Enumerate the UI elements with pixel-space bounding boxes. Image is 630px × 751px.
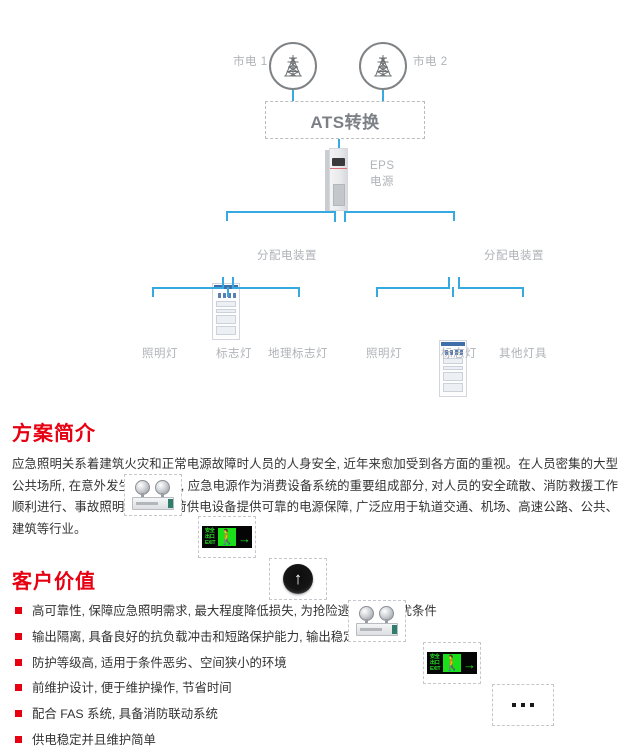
list-item-text: 防护等级高, 适用于条件恶劣、空间狭小的环境 <box>32 655 287 670</box>
exit-sign-lamp-icon: 安全出口 EXIT 🚶 → <box>427 652 477 674</box>
customer-value-section: 客户价值 高可靠性, 保障应急照明需求, 最大程度降低损失, 为抢险逃生创造最优… <box>0 565 630 751</box>
exit-sign-text-cn: 安全出口 <box>430 654 440 666</box>
wire-to-dist-left <box>226 211 228 221</box>
distribution-right-label: 分配电装置 <box>484 250 544 262</box>
wire-dist-left-down-b <box>232 277 234 287</box>
wire-right-bus-b <box>458 287 524 289</box>
bullet-square-icon <box>15 632 22 640</box>
ellipsis-icon <box>512 703 534 707</box>
wire-dist-right-down-b <box>458 277 460 287</box>
lamp-label-left-1: 标志灯 <box>216 348 252 360</box>
utility-2-icon <box>359 42 407 90</box>
wire-left-bus-a <box>152 287 224 289</box>
bullet-square-icon <box>15 658 22 666</box>
wire-to-lamp-l3 <box>298 287 300 297</box>
wire-bus-left <box>226 211 336 213</box>
bullet-square-icon <box>15 710 22 718</box>
wire-to-lamp-r3 <box>522 287 524 297</box>
distribution-cabinet-left-icon <box>212 283 240 340</box>
list-item: 前维护设计, 便于维护操作, 节省时间 <box>12 679 618 699</box>
customer-value-list: 高可靠性, 保障应急照明需求, 最大程度降低损失, 为抢险逃生创造最优条件 输出… <box>12 602 618 751</box>
exit-sign-lamp-icon: 安全出口 EXIT 🚶 → <box>202 526 252 548</box>
lamp-box-left-geo-marker: ↑ <box>269 558 327 600</box>
emergency-twin-head-lamp-icon <box>354 606 400 636</box>
utility-1-icon <box>269 42 317 90</box>
list-item: 防护等级高, 适用于条件恶劣、空间狭小的环境 <box>12 654 618 674</box>
lamp-box-right-other <box>492 684 554 726</box>
distribution-left-label: 分配电装置 <box>257 250 317 262</box>
exit-sign-arrow-icon: → <box>463 657 476 672</box>
list-item: 配合 FAS 系统, 具备消防联动系统 <box>12 705 618 725</box>
bullet-square-icon <box>15 684 22 692</box>
wire-eps-down-left <box>334 211 336 222</box>
lamp-box-right-exit-sign: 安全出口 EXIT 🚶 → <box>423 642 481 684</box>
lamp-label-right-1: 标志灯 <box>441 348 477 360</box>
distribution-cabinet-right-icon <box>439 340 467 397</box>
wire-to-lamp-l1 <box>152 287 154 297</box>
eps-label-line1: EPS <box>370 160 395 172</box>
exit-sign-text-cn: 安全出口 <box>205 528 215 540</box>
exit-sign-text-en: EXIT <box>205 540 216 546</box>
lamp-label-left-2: 地理标志灯 <box>268 348 328 360</box>
utility-2-label: 市电 2 <box>413 56 448 68</box>
lamp-label-left-0: 照明灯 <box>142 348 178 360</box>
wire-utility1-to-ats <box>292 90 294 106</box>
eps-power-cabinet-icon <box>325 148 352 211</box>
lamp-box-left-emergency <box>124 474 182 516</box>
exit-sign-text-en: EXIT <box>430 666 441 672</box>
bullet-square-icon <box>15 736 22 744</box>
wire-to-lamp-l2 <box>227 287 229 297</box>
wire-dist-right-down-a <box>448 277 450 287</box>
lamp-box-right-emergency <box>348 600 406 642</box>
ats-transfer-switch-box: ATS转换 <box>265 101 425 139</box>
wire-eps-down-right <box>344 211 346 222</box>
lamp-label-right-0: 照明灯 <box>366 348 402 360</box>
wire-ats-to-eps <box>338 139 340 151</box>
wire-utility2-to-ats <box>382 90 384 106</box>
list-item: 输出隔离, 具备良好的抗负载冲击和短路保护能力, 输出稳定 <box>12 628 618 648</box>
geo-arrow-icon: ↑ <box>293 569 303 588</box>
solution-intro-body: 应急照明关系着建筑火灾和正常电源故障时人员的人身安全, 近年来愈加受到各方面的重… <box>12 457 618 537</box>
customer-value-title: 客户价值 <box>12 570 96 593</box>
emergency-twin-head-lamp-icon <box>130 480 176 510</box>
utility-1-label: 市电 1 <box>233 56 268 68</box>
wire-to-dist-right <box>453 211 455 221</box>
running-man-icon: 🚶 <box>217 528 237 546</box>
wire-to-lamp-r1 <box>376 287 378 297</box>
wire-dist-left-down-a <box>222 277 224 287</box>
wire-right-bus-a <box>376 287 450 289</box>
geo-marker-lamp-icon: ↑ <box>283 564 313 594</box>
exit-sign-arrow-icon: → <box>238 531 251 546</box>
list-item-text: 前维护设计, 便于维护操作, 节省时间 <box>32 681 232 696</box>
list-item-text: 配合 FAS 系统, 具备消防联动系统 <box>32 707 218 722</box>
list-item-text: 高可靠性, 保障应急照明需求, 最大程度降低损失, 为抢险逃生创造最优条件 <box>32 603 437 618</box>
eps-label: EPS 电源 <box>370 159 395 190</box>
eps-label-line2: 电源 <box>370 175 394 188</box>
lamp-label-right-2: 其他灯具 <box>499 348 547 360</box>
solution-intro-title: 方案简介 <box>12 423 96 445</box>
wire-bus-right <box>344 211 455 213</box>
ats-label: ATS转换 <box>310 112 380 132</box>
list-item: 高可靠性, 保障应急照明需求, 最大程度降低损失, 为抢险逃生创造最优条件 <box>12 602 618 622</box>
list-item-text: 供电稳定并且维护简单 <box>32 733 156 748</box>
list-item-text: 输出隔离, 具备良好的抗负载冲击和短路保护能力, 输出稳定 <box>32 629 356 644</box>
eps-system-diagram: 市电 1 <box>124 42 554 726</box>
running-man-icon: 🚶 <box>442 654 462 672</box>
lamp-box-left-exit-sign: 安全出口 EXIT 🚶 → <box>198 516 256 558</box>
list-item: 供电稳定并且维护简单 <box>12 731 618 751</box>
bullet-square-icon <box>15 606 22 614</box>
wire-left-bus-b <box>232 287 300 289</box>
solution-intro-section: 方案简介 应急照明关系着建筑火灾和正常电源故障时人员的人身安全, 近年来愈加受到… <box>0 417 630 541</box>
wire-to-lamp-r2 <box>452 287 454 297</box>
